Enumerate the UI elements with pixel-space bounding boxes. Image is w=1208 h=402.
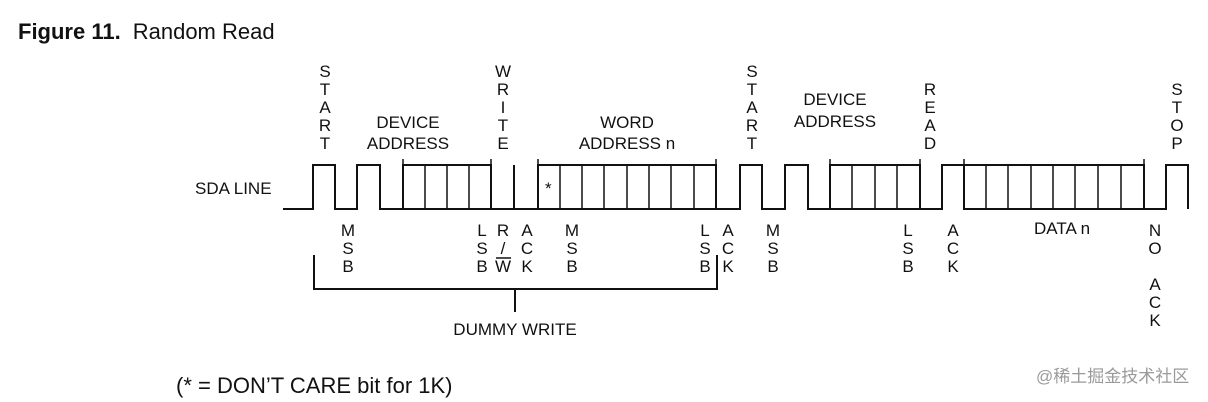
footnote: (* = DON’T CARE bit for 1K)	[176, 373, 453, 398]
svg-text:M: M	[565, 221, 579, 240]
no-ack-label: N O A C K	[1148, 221, 1161, 330]
svg-text:A: A	[319, 98, 331, 117]
svg-text:T: T	[747, 134, 757, 153]
svg-text:B: B	[902, 257, 913, 276]
lsb-label-1: L S B	[476, 221, 487, 276]
svg-text:S: S	[699, 239, 710, 258]
bit-dividers	[424, 165, 1122, 209]
msb-label-2: M S B	[565, 221, 579, 276]
svg-text:T: T	[320, 80, 330, 99]
start-and-msb-bits	[283, 164, 403, 210]
svg-text:I: I	[501, 98, 506, 117]
svg-text:M: M	[766, 221, 780, 240]
svg-text:/: /	[501, 239, 506, 258]
device-address-2-line1: DEVICE	[803, 90, 866, 109]
data-byte	[963, 164, 1145, 210]
write-ack-bits	[491, 165, 538, 210]
noack-stop-bits	[1144, 164, 1189, 210]
dummy-write-bracket	[313, 255, 718, 312]
start-label-2: S T A R T	[746, 62, 758, 153]
dont-care-mark: *	[545, 179, 552, 198]
svg-text:L: L	[700, 221, 709, 240]
svg-text:S: S	[342, 239, 353, 258]
svg-text:R: R	[746, 116, 758, 135]
svg-text:L: L	[477, 221, 486, 240]
svg-text:B: B	[342, 257, 353, 276]
svg-text:K: K	[722, 257, 734, 276]
svg-text:K: K	[947, 257, 959, 276]
svg-text:A: A	[947, 221, 959, 240]
svg-text:B: B	[767, 257, 778, 276]
svg-text:S: S	[746, 62, 757, 81]
svg-text:R: R	[319, 116, 331, 135]
svg-text:R: R	[924, 80, 936, 99]
read-ack-bits	[920, 164, 965, 210]
svg-text:E: E	[497, 134, 508, 153]
svg-text:C: C	[722, 239, 734, 258]
start-label-1: S T A R T	[319, 62, 331, 153]
restart-and-msb-bits	[716, 164, 830, 210]
svg-text:T: T	[747, 80, 757, 99]
svg-text:M: M	[341, 221, 355, 240]
word-address-line2: ADDRESS n	[579, 134, 675, 153]
svg-text:C: C	[947, 239, 959, 258]
device-address-1-line1: DEVICE	[376, 113, 439, 132]
svg-text:B: B	[699, 257, 710, 276]
svg-text:D: D	[924, 134, 936, 153]
read-label: R E A D	[924, 80, 936, 153]
figure-number: Figure 11.	[18, 19, 121, 44]
figure-title: Figure 11. Random Read	[18, 18, 275, 46]
svg-text:S: S	[902, 239, 913, 258]
svg-text:A: A	[1149, 275, 1161, 294]
device-address-2-line2: ADDRESS	[794, 112, 876, 131]
svg-text:L: L	[903, 221, 912, 240]
svg-text:T: T	[1172, 98, 1182, 117]
svg-text:A: A	[521, 221, 533, 240]
svg-text:C: C	[1149, 293, 1161, 312]
svg-text:R: R	[497, 80, 509, 99]
svg-text:A: A	[722, 221, 734, 240]
ack-label-2: A C K	[722, 221, 734, 276]
figure-caption: Random Read	[132, 19, 275, 44]
watermark: @稀土掘金技术社区	[1036, 367, 1190, 386]
data-n-label: DATA n	[1034, 219, 1090, 238]
write-label: W R I T E	[495, 62, 511, 153]
svg-text:O: O	[1170, 116, 1183, 135]
svg-text:W: W	[495, 257, 511, 276]
word-address-line1: WORD	[600, 113, 654, 132]
svg-text:S: S	[1171, 80, 1182, 99]
svg-text:B: B	[566, 257, 577, 276]
svg-text:N: N	[1149, 221, 1161, 240]
msb-label-3: M S B	[766, 221, 780, 276]
svg-text:W: W	[495, 62, 511, 81]
device-address-1-line2: ADDRESS	[367, 134, 449, 153]
svg-text:T: T	[498, 116, 508, 135]
dummy-write-label: DUMMY WRITE	[453, 320, 576, 339]
lsb-label-2: L S B	[699, 221, 710, 276]
ack-label-1: A C K	[521, 221, 533, 276]
stop-label: S T O P	[1170, 80, 1183, 153]
svg-text:R: R	[497, 221, 509, 240]
svg-text:A: A	[746, 98, 758, 117]
svg-text:S: S	[476, 239, 487, 258]
svg-text:B: B	[476, 257, 487, 276]
sda-line-label: SDA LINE	[195, 179, 272, 198]
lsb-label-3: L S B	[902, 221, 913, 276]
svg-text:T: T	[320, 134, 330, 153]
bit-ticks	[402, 159, 1145, 165]
svg-text:E: E	[924, 98, 935, 117]
ack-label-3: A C K	[947, 221, 959, 276]
svg-text:C: C	[521, 239, 533, 258]
svg-text:K: K	[521, 257, 533, 276]
svg-text:S: S	[767, 239, 778, 258]
svg-text:S: S	[319, 62, 330, 81]
msb-label-1: M S B	[341, 221, 355, 276]
svg-text:P: P	[1171, 134, 1182, 153]
svg-text:O: O	[1148, 239, 1161, 258]
rw-label: R / W	[495, 221, 511, 276]
svg-text:A: A	[924, 116, 936, 135]
svg-text:S: S	[566, 239, 577, 258]
svg-text:K: K	[1149, 311, 1161, 330]
